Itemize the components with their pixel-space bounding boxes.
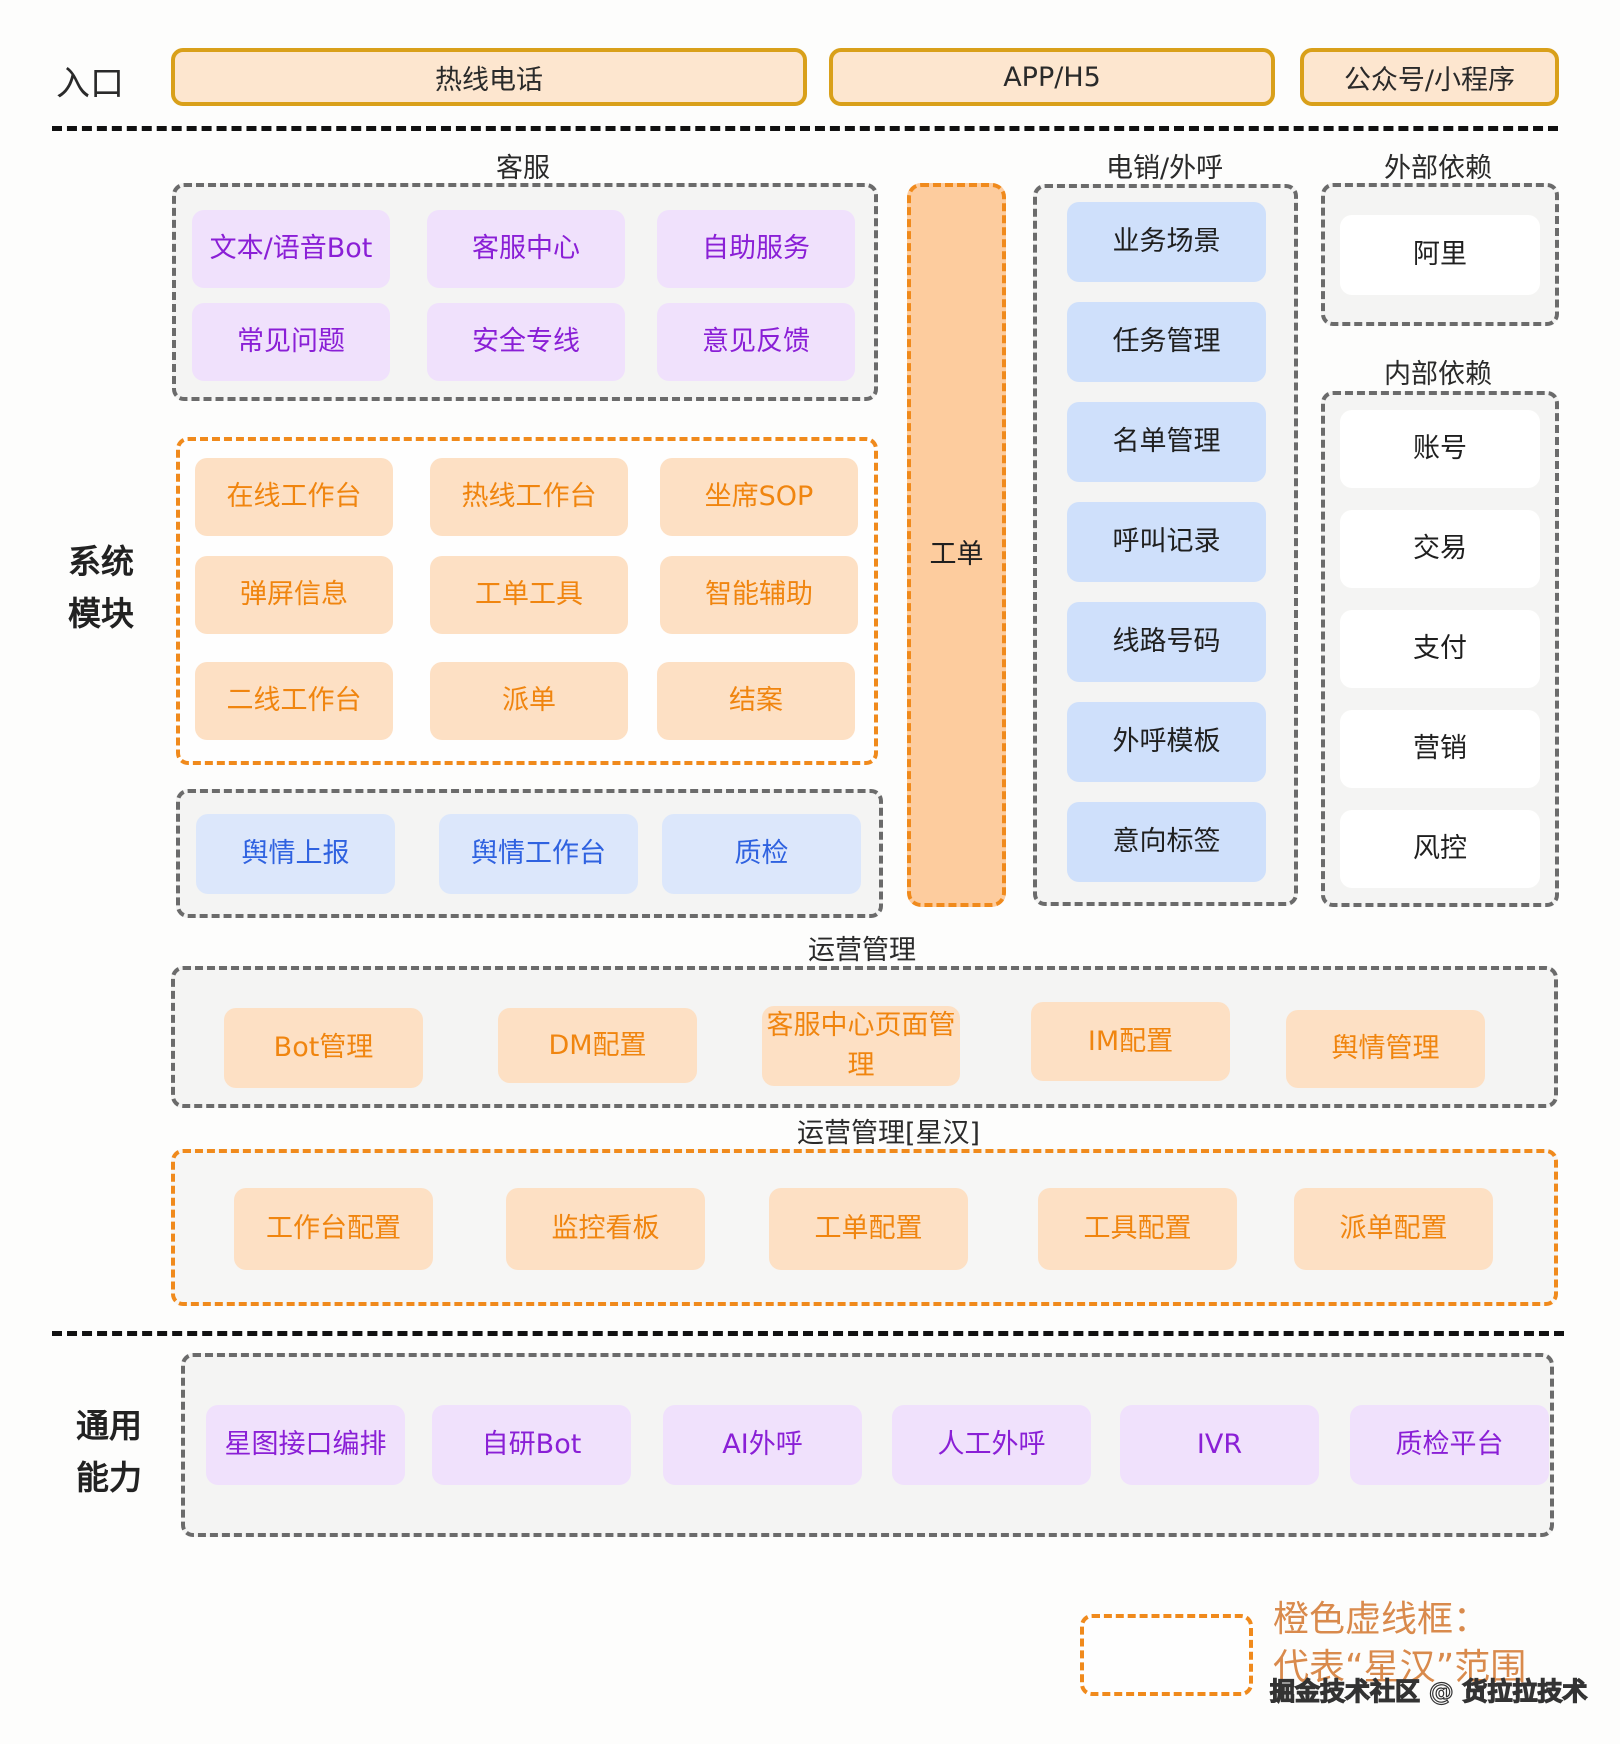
wb-item-close-case[interactable]: 结案: [657, 662, 855, 740]
tel-item-outbound-template[interactable]: 外呼模板: [1067, 702, 1266, 782]
system-modules-line2: 模块: [68, 594, 134, 633]
opx-item-monitor-dashboard[interactable]: 监控看板: [506, 1188, 705, 1270]
external-deps-title: 外部依赖: [1384, 153, 1492, 184]
tel-item-line-numbers[interactable]: 线路号码: [1067, 602, 1266, 682]
cs-item-service-center[interactable]: 客服中心: [427, 210, 625, 288]
tel-item-intent-tags[interactable]: 意向标签: [1067, 802, 1266, 882]
cs-item-feedback[interactable]: 意见反馈: [657, 303, 855, 381]
sentiment-item-report[interactable]: 舆情上报: [196, 814, 395, 894]
common-item-qc-platform[interactable]: 质检平台: [1350, 1405, 1549, 1485]
common-item-ai-outbound[interactable]: AI外呼: [663, 1405, 862, 1485]
ticket-label: 工单: [929, 539, 984, 570]
opx-item-dispatch-config[interactable]: 派单配置: [1294, 1188, 1493, 1270]
channel-hotline[interactable]: 热线电话: [171, 48, 807, 106]
int-item-payment[interactable]: 支付: [1340, 610, 1540, 688]
legend-text: 橙色虚线框： 代表“星汉”范围: [1273, 1596, 1526, 1692]
common-item-inhouse-bot[interactable]: 自研Bot: [432, 1405, 631, 1485]
ops-item-im-config[interactable]: IM配置: [1031, 1002, 1230, 1081]
cs-item-self-service[interactable]: 自助服务: [657, 210, 855, 288]
wb-item-dispatch[interactable]: 派单: [430, 662, 628, 740]
operations-xinghan-title: 运营管理[星汉]: [797, 1118, 981, 1149]
wb-item-ticket-tools[interactable]: 工单工具: [430, 556, 628, 634]
common-divider: [52, 1331, 1564, 1336]
tel-item-list-management[interactable]: 名单管理: [1067, 402, 1266, 482]
legend-line1: 橙色虚线框：: [1273, 1599, 1490, 1640]
wb-item-second-line-workbench[interactable]: 二线工作台: [195, 662, 393, 740]
tel-item-business-scene[interactable]: 业务场景: [1067, 202, 1266, 282]
cs-item-security-line[interactable]: 安全专线: [427, 303, 625, 381]
entry-label: 入口: [56, 64, 124, 104]
sentiment-item-quality-check[interactable]: 质检: [662, 814, 861, 894]
customer-service-title: 客服: [496, 153, 550, 184]
channel-official-account[interactable]: 公众号/小程序: [1300, 48, 1559, 106]
common-capabilities-line1: 通用: [76, 1406, 142, 1445]
sentiment-item-workbench[interactable]: 舆情工作台: [439, 814, 638, 894]
common-capabilities-label: 通用 能力: [64, 1400, 154, 1504]
system-modules-line1: 系统: [68, 542, 134, 581]
common-capabilities-line2: 能力: [76, 1458, 142, 1497]
opx-item-tool-config[interactable]: 工具配置: [1038, 1188, 1237, 1270]
channel-app-h5[interactable]: APP/H5: [829, 48, 1275, 106]
common-item-ivr[interactable]: IVR: [1120, 1405, 1319, 1485]
ticket-column[interactable]: 工单: [907, 183, 1006, 907]
cs-item-faq[interactable]: 常见问题: [192, 303, 390, 381]
ext-item-alibaba[interactable]: 阿里: [1340, 215, 1540, 295]
legend-line2: 代表“星汉”范围: [1273, 1647, 1527, 1688]
system-modules-label: 系统 模块: [56, 536, 146, 640]
wb-item-agent-sop[interactable]: 坐席SOP: [660, 458, 858, 536]
int-item-risk-control[interactable]: 风控: [1340, 810, 1540, 888]
ops-item-service-center-page-mgmt[interactable]: 客服中心页面管理: [762, 1006, 960, 1086]
ops-item-bot-management[interactable]: Bot管理: [224, 1008, 423, 1088]
wb-item-smart-assist[interactable]: 智能辅助: [660, 556, 858, 634]
int-item-marketing[interactable]: 营销: [1340, 710, 1540, 788]
wb-item-online-workbench[interactable]: 在线工作台: [195, 458, 393, 536]
tel-item-task-management[interactable]: 任务管理: [1067, 302, 1266, 382]
legend-orange-dashed-box: [1080, 1614, 1253, 1696]
internal-deps-title: 内部依赖: [1384, 359, 1492, 390]
operations-title: 运营管理: [808, 935, 916, 966]
common-capabilities-group: [181, 1353, 1554, 1537]
telesales-title: 电销/外呼: [1106, 153, 1224, 184]
tel-item-call-records[interactable]: 呼叫记录: [1067, 502, 1266, 582]
int-item-trade[interactable]: 交易: [1340, 510, 1540, 588]
wb-item-popup-info[interactable]: 弹屏信息: [195, 556, 393, 634]
ops-item-sentiment-management[interactable]: 舆情管理: [1286, 1010, 1485, 1088]
common-item-manual-outbound[interactable]: 人工外呼: [892, 1405, 1091, 1485]
ops-item-dm-config[interactable]: DM配置: [498, 1008, 697, 1083]
wb-item-hotline-workbench[interactable]: 热线工作台: [430, 458, 628, 536]
cs-item-text-voice-bot[interactable]: 文本/语音Bot: [192, 210, 390, 288]
opx-item-ticket-config[interactable]: 工单配置: [769, 1188, 968, 1270]
int-item-account[interactable]: 账号: [1340, 410, 1540, 488]
footer-credit: 掘金技术社区 @ 货拉拉技术: [1269, 1676, 1588, 1706]
entry-divider: [52, 126, 1558, 131]
opx-item-workbench-config[interactable]: 工作台配置: [234, 1188, 433, 1270]
common-item-xingtu-api-orchestration[interactable]: 星图接口编排: [206, 1405, 405, 1485]
